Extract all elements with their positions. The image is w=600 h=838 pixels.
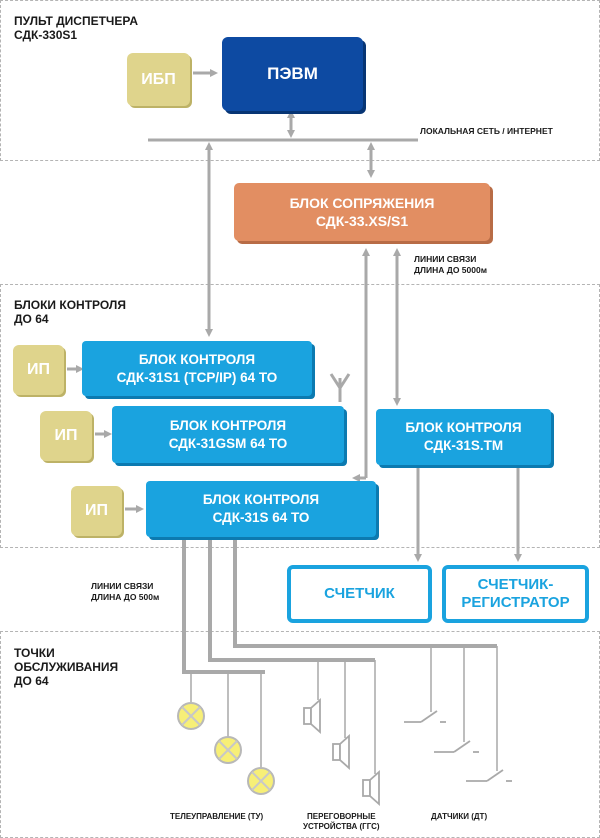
link-500-note: ЛИНИИ СВЯЗИ ДЛИНА ДО 500м bbox=[91, 581, 159, 603]
pc-block: ПЭВМ bbox=[222, 37, 363, 111]
link-5000-note: ЛИНИИ СВЯЗИ ДЛИНА ДО 5000м bbox=[414, 254, 487, 276]
speaker-icon bbox=[332, 733, 350, 771]
psu-block: ИП bbox=[13, 345, 64, 395]
dispatcher-title-line2: СДК-330S1 bbox=[14, 28, 78, 42]
intercom-caption-line1: ПЕРЕГОВОРНЫЕ bbox=[307, 812, 376, 821]
sensor-switch-icon bbox=[466, 769, 512, 782]
psu-label: ИП bbox=[85, 502, 108, 519]
controller-31s-block: БЛОК КОНТРОЛЯ СДК-31S 64 ТО bbox=[146, 481, 376, 537]
controller-tcp-line2: СДК-31S1 (TCP/IP) 64 ТО bbox=[116, 369, 278, 385]
service-points-title-line2: ОБСЛУЖИВАНИЯ bbox=[14, 660, 119, 674]
controller-31s-line1: БЛОК КОНТРОЛЯ bbox=[202, 492, 320, 507]
controller-31s-line2: СДК-31S 64 ТО bbox=[212, 510, 310, 525]
counter-label: СЧЕТЧИК bbox=[324, 585, 395, 602]
psu-block: ИП bbox=[40, 411, 92, 461]
sensor-switch-icon bbox=[434, 740, 479, 753]
counter-block: СЧЕТЧИК bbox=[287, 565, 432, 623]
counter-registrar-line1: СЧЕТЧИК- bbox=[477, 576, 554, 593]
sensors-caption: ДАТЧИКИ (ДТ) bbox=[431, 812, 488, 821]
interface-line1: БЛОК СОПРЯЖЕНИЯ bbox=[289, 195, 435, 211]
controllers-title-line2: ДО 64 bbox=[14, 312, 49, 326]
service-points-title-line3: ДО 64 bbox=[14, 674, 49, 688]
intercom-caption: ПЕРЕГОВОРНЫЕ УСТРОЙСТВА (ГГС) bbox=[303, 812, 380, 832]
service-points-zone-title: ТОЧКИ ОБСЛУЖИВАНИЯ ДО 64 bbox=[14, 646, 118, 688]
service-points-title-line1: ТОЧКИ bbox=[14, 646, 55, 660]
psu-label: ИП bbox=[27, 361, 50, 378]
counter-registrar-block: СЧЕТЧИК- РЕГИСТРАТОР bbox=[442, 565, 589, 623]
interface-line2: СДК-33.XS/S1 bbox=[315, 213, 409, 229]
controllers-zone-title: БЛОКИ КОНТРОЛЯ ДО 64 bbox=[14, 298, 126, 326]
lamp-icon bbox=[177, 702, 205, 730]
link-5000-line2: ДЛИНА ДО 5000м bbox=[414, 265, 487, 275]
controller-tcp-block: БЛОК КОНТРОЛЯ СДК-31S1 (TCP/IP) 64 ТО bbox=[82, 341, 312, 396]
dispatcher-title-line1: ПУЛЬТ ДИСПЕТЧЕРА bbox=[14, 14, 138, 28]
sensor-switch-icon bbox=[404, 710, 446, 723]
controller-gsm-line2: СДК-31GSM 64 ТО bbox=[168, 435, 288, 451]
controller-tm-block: БЛОК КОНТРОЛЯ СДК-31S.TM bbox=[376, 409, 551, 465]
controller-tcp-line1: БЛОК КОНТРОЛЯ bbox=[138, 351, 256, 367]
psu-label: ИП bbox=[54, 427, 78, 444]
controller-gsm-block: БЛОК КОНТРОЛЯ СДК-31GSM 64 ТО bbox=[112, 406, 344, 463]
speaker-icon bbox=[303, 697, 321, 735]
ups-block: ИБП bbox=[127, 53, 190, 106]
speaker-icon bbox=[362, 769, 380, 807]
link-5000-line1: ЛИНИИ СВЯЗИ bbox=[414, 254, 477, 264]
controller-tm-line2: СДК-31S.TM bbox=[423, 438, 504, 453]
intercom-caption-line2: УСТРОЙСТВА (ГГС) bbox=[303, 822, 380, 831]
ups-label: ИБП bbox=[141, 70, 176, 88]
dispatcher-zone-title: ПУЛЬТ ДИСПЕТЧЕРА СДК-330S1 bbox=[14, 14, 138, 42]
lamp-icon bbox=[214, 736, 242, 764]
controller-tm-line1: БЛОК КОНТРОЛЯ bbox=[405, 420, 522, 435]
link-500-line2: ДЛИНА ДО 500м bbox=[91, 592, 160, 602]
controller-gsm-line1: БЛОК КОНТРОЛЯ bbox=[169, 417, 287, 433]
interface-block: БЛОК СОПРЯЖЕНИЯ СДК-33.XS/S1 bbox=[234, 183, 490, 241]
psu-block: ИП bbox=[71, 486, 122, 536]
telecontrol-caption: ТЕЛЕУПРАВЛЕНИЕ (ТУ) bbox=[170, 812, 264, 821]
link-500-line1: ЛИНИИ СВЯЗИ bbox=[91, 581, 154, 591]
counter-registrar-line2: РЕГИСТРАТОР bbox=[461, 594, 570, 611]
pc-label: ПЭВМ bbox=[267, 64, 318, 83]
network-note: ЛОКАЛЬНАЯ СЕТЬ / ИНТЕРНЕТ bbox=[420, 126, 553, 136]
lamp-icon bbox=[247, 767, 275, 795]
controllers-title-line1: БЛОКИ КОНТРОЛЯ bbox=[14, 298, 126, 312]
